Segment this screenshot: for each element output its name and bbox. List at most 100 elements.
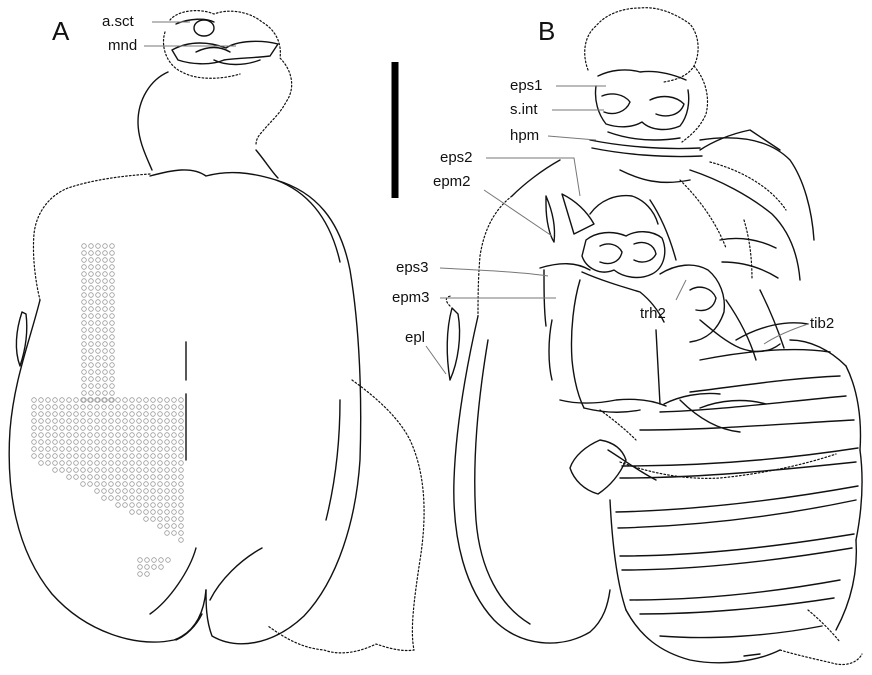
puncture xyxy=(151,475,156,480)
puncture xyxy=(103,391,108,396)
label-epm3: epm3 xyxy=(392,289,430,306)
puncture xyxy=(144,405,149,410)
puncture xyxy=(60,440,65,445)
puncture xyxy=(103,349,108,354)
puncture xyxy=(96,384,101,389)
puncture xyxy=(158,447,163,452)
puncture xyxy=(130,461,135,466)
puncture xyxy=(103,244,108,249)
puncture xyxy=(179,489,184,494)
puncture xyxy=(96,279,101,284)
puncture xyxy=(179,447,184,452)
puncture xyxy=(89,314,94,319)
puncture xyxy=(89,370,94,375)
puncture xyxy=(89,335,94,340)
puncture xyxy=(144,412,149,417)
puncture xyxy=(103,258,108,263)
puncture xyxy=(103,279,108,284)
puncture xyxy=(39,412,44,417)
puncture xyxy=(116,447,121,452)
puncture xyxy=(110,272,115,277)
puncture xyxy=(82,349,87,354)
puncture xyxy=(32,440,37,445)
puncture xyxy=(110,300,115,305)
puncture xyxy=(116,398,121,403)
puncture xyxy=(158,454,163,459)
puncture xyxy=(81,405,86,410)
puncture xyxy=(67,468,72,473)
puncture xyxy=(89,363,94,368)
puncture xyxy=(179,454,184,459)
puncture xyxy=(95,475,100,480)
puncture xyxy=(144,503,149,508)
puncture xyxy=(116,433,121,438)
puncture xyxy=(74,405,79,410)
puncture xyxy=(158,468,163,473)
puncture xyxy=(130,440,135,445)
puncture xyxy=(137,461,142,466)
puncture xyxy=(165,412,170,417)
puncture xyxy=(179,524,184,529)
puncture xyxy=(96,335,101,340)
puncture xyxy=(130,482,135,487)
puncture xyxy=(46,405,51,410)
puncture xyxy=(82,300,87,305)
puncture xyxy=(179,531,184,536)
puncture xyxy=(67,433,72,438)
puncture xyxy=(158,461,163,466)
puncture xyxy=(60,426,65,431)
puncture xyxy=(82,244,87,249)
puncture xyxy=(46,419,51,424)
puncture xyxy=(144,461,149,466)
puncture xyxy=(103,314,108,319)
puncture xyxy=(158,398,163,403)
puncture xyxy=(67,398,72,403)
puncture xyxy=(137,454,142,459)
puncture xyxy=(110,251,115,256)
puncture xyxy=(81,447,86,452)
puncture xyxy=(144,447,149,452)
puncture xyxy=(165,447,170,452)
puncture xyxy=(158,482,163,487)
puncture xyxy=(74,412,79,417)
puncture xyxy=(144,489,149,494)
puncture xyxy=(137,440,142,445)
puncture xyxy=(102,461,107,466)
panel-letter-b: B xyxy=(538,16,555,46)
puncture xyxy=(158,405,163,410)
puncture xyxy=(144,440,149,445)
puncture xyxy=(110,307,115,312)
puncture xyxy=(165,489,170,494)
puncture xyxy=(82,363,87,368)
puncture xyxy=(96,363,101,368)
puncture xyxy=(74,461,79,466)
puncture xyxy=(67,419,72,424)
puncture xyxy=(110,356,115,361)
panel-b-elytron xyxy=(446,296,610,643)
puncture xyxy=(109,461,114,466)
puncture xyxy=(110,384,115,389)
puncture xyxy=(81,440,86,445)
puncture xyxy=(74,468,79,473)
puncture xyxy=(110,377,115,382)
puncture xyxy=(165,524,170,529)
puncture xyxy=(60,454,65,459)
puncture xyxy=(82,321,87,326)
puncture xyxy=(130,510,135,515)
puncture xyxy=(109,468,114,473)
puncture xyxy=(110,265,115,270)
puncture xyxy=(110,349,115,354)
puncture xyxy=(109,433,114,438)
puncture xyxy=(172,405,177,410)
puncture xyxy=(102,489,107,494)
puncture xyxy=(82,279,87,284)
puncture xyxy=(165,517,170,522)
puncture xyxy=(123,440,128,445)
puncture xyxy=(179,468,184,473)
puncture xyxy=(130,489,135,494)
puncture xyxy=(130,447,135,452)
puncture xyxy=(137,433,142,438)
puncture xyxy=(172,461,177,466)
puncture xyxy=(116,468,121,473)
puncture xyxy=(137,398,142,403)
